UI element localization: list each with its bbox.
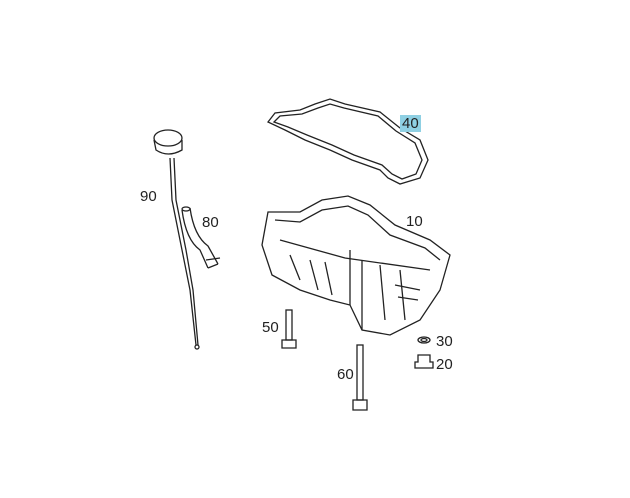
oil-pan-part[interactable] (261, 195, 451, 336)
dipstick-tube-part[interactable] (181, 206, 221, 269)
part-label-90[interactable]: 90 (140, 188, 157, 205)
part-label-80[interactable]: 80 (202, 214, 219, 231)
bolt-long-part[interactable] (352, 344, 368, 411)
part-label-10[interactable]: 10 (406, 213, 423, 230)
part-label-20[interactable]: 20 (436, 356, 453, 373)
part-label-60[interactable]: 60 (337, 366, 354, 383)
part-label-30[interactable]: 30 (436, 333, 453, 350)
bolt-short-part[interactable] (281, 309, 297, 349)
gasket-part[interactable] (266, 98, 429, 185)
part-label-40[interactable]: 40 (400, 115, 421, 132)
part-label-50[interactable]: 50 (262, 319, 279, 336)
seal-ring-part[interactable] (417, 336, 431, 344)
dipstick-part[interactable] (153, 129, 200, 350)
drain-plug-part[interactable] (414, 354, 434, 369)
